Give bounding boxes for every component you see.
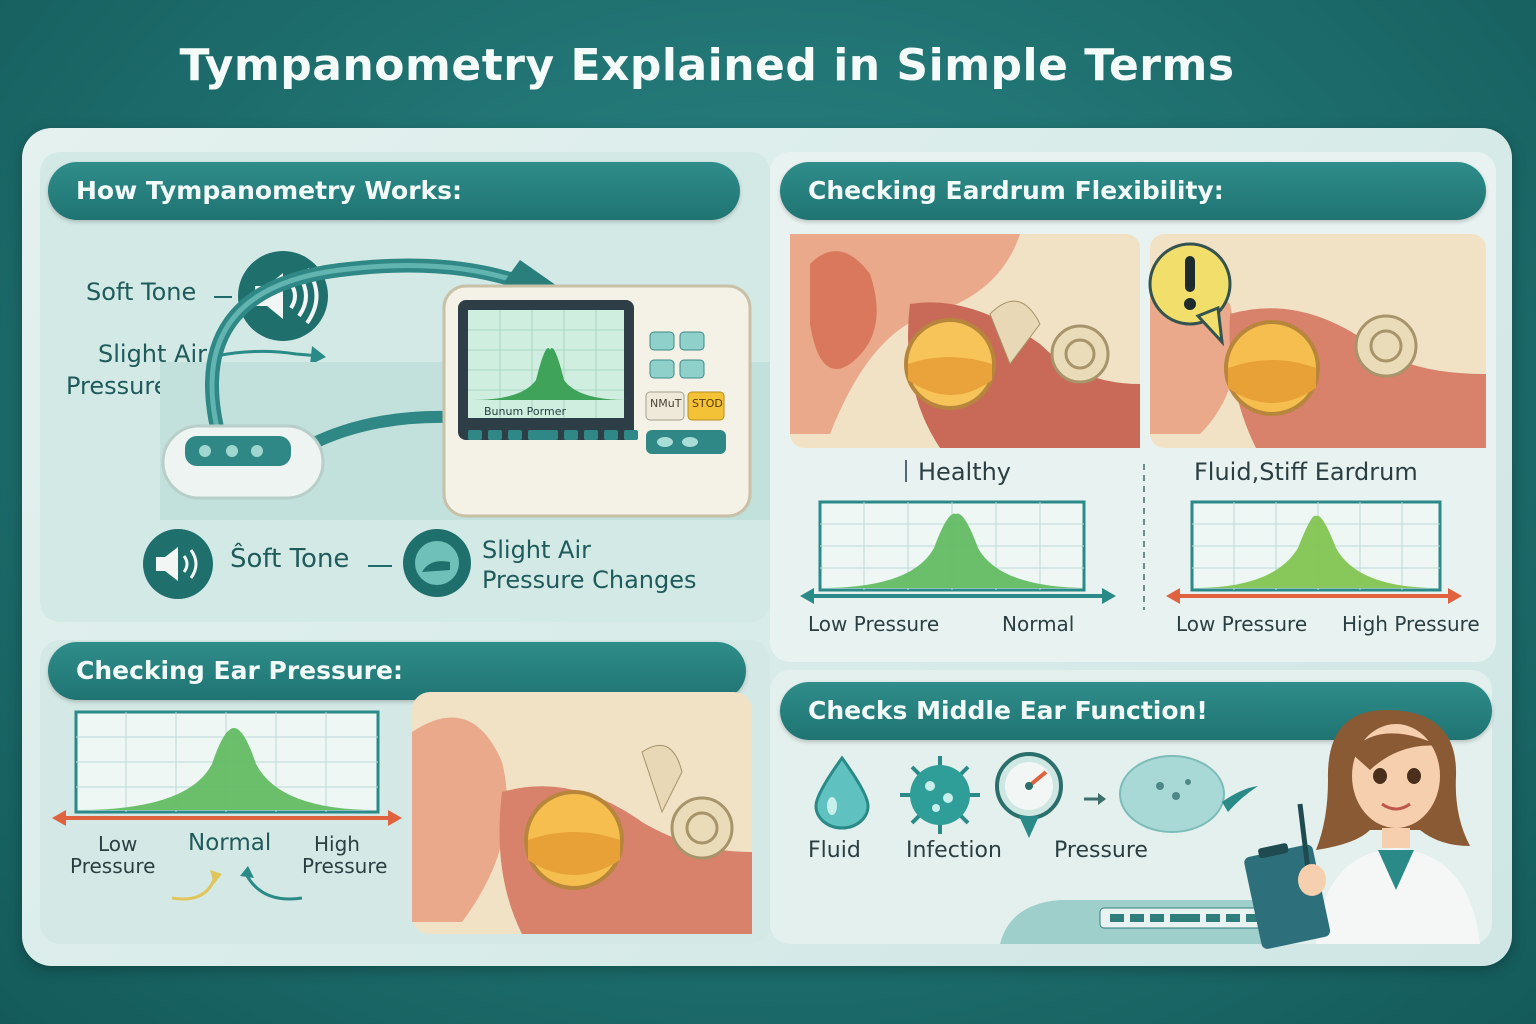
stiff-eardrum-illustration — [1148, 234, 1486, 448]
ear-pressure-heading: Checking Ear Pressure: — [48, 642, 746, 700]
normal-pointer-arrows — [171, 866, 303, 901]
function-item-pressure: Pressure — [1054, 838, 1148, 863]
stiff-eardrum-label: Fluid,Stiff Eardrum — [1194, 458, 1418, 486]
eardrum-flexibility-heading: Checking Eardrum Flexibility: — [780, 162, 1486, 220]
page-title: Tympanometry Explained in Simple Terms — [179, 40, 1235, 91]
low-pressure-line1: Low — [98, 832, 138, 856]
function-item-infection: Infection — [906, 838, 1002, 863]
pressure-gauge-icon — [995, 752, 1063, 838]
equipment-console — [1000, 900, 1290, 944]
low-pressure-line2: Pressure — [70, 854, 156, 878]
device-nmut-button[interactable]: NMuT — [650, 397, 682, 410]
audiologist-illustration — [1244, 710, 1480, 949]
high-pressure-line1: High — [314, 832, 360, 856]
bottom-air-pressure-line2: Pressure Changes — [482, 566, 697, 594]
healthy-tympanogram — [800, 500, 1116, 604]
soft-tone-label: Soft Tone — [86, 278, 197, 306]
infection-germ-icon — [900, 756, 980, 834]
bottom-soft-tone-label: Ŝoft Tone — [230, 544, 350, 574]
dash-arrow — [368, 565, 392, 567]
healthy-low-pressure-label: Low Pressure — [808, 612, 940, 636]
stiff-tympanogram — [1166, 500, 1462, 604]
pressure-probe-icon — [403, 529, 471, 597]
bottom-air-pressure-line1: Slight Air — [482, 536, 592, 564]
healthy-normal-label: Normal — [1002, 612, 1075, 636]
ear-pressure-illustration — [412, 692, 752, 934]
panel-divider — [1143, 464, 1145, 610]
device-screen-label: Bunum Pormer — [484, 405, 566, 418]
ear-pressure-tympanogram — [52, 710, 402, 826]
soft-tone-arrow — [214, 296, 232, 298]
healthy-tick — [905, 460, 907, 482]
function-item-fluid: Fluid — [808, 838, 861, 863]
normal-label: Normal — [188, 830, 272, 856]
healthy-label: Healthy — [918, 458, 1012, 486]
speaker-icon-small — [143, 529, 213, 599]
fluid-drop-icon — [814, 755, 870, 830]
high-pressure-line2: Pressure — [302, 854, 388, 878]
tympanometer-device — [160, 258, 770, 520]
stiff-low-pressure-label: Low Pressure — [1176, 612, 1308, 636]
healthy-ear-illustration — [790, 234, 1140, 448]
how-it-works-heading: How Tympanometry Works: — [48, 162, 740, 220]
stiff-high-pressure-label: High Pressure — [1342, 612, 1480, 636]
device-stop-button[interactable]: STOD — [692, 397, 723, 410]
to-bubble-arrow — [1084, 793, 1106, 805]
ear-fluid-bubble-icon — [1119, 755, 1258, 833]
air-pressure-arrow — [215, 346, 326, 365]
